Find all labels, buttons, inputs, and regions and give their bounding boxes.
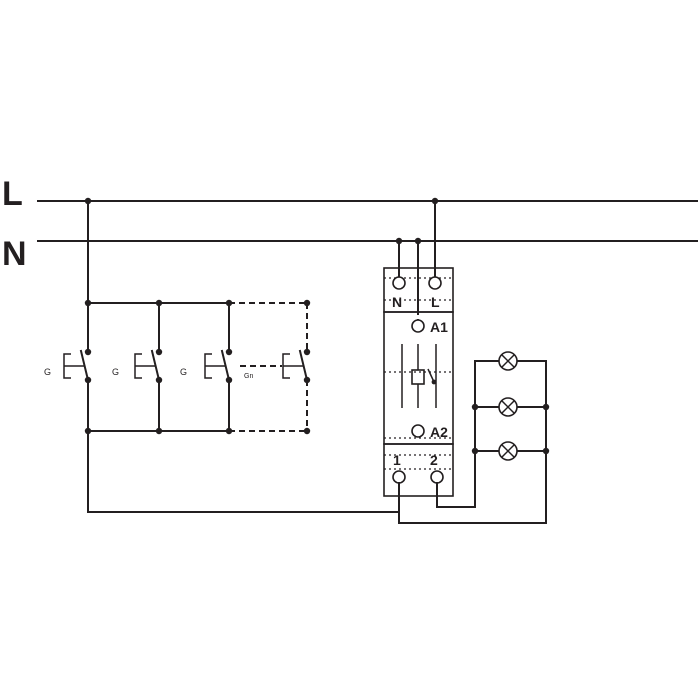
lamp-icon xyxy=(498,441,518,461)
switch-contact-dot xyxy=(84,348,92,356)
junction-dot xyxy=(84,299,92,307)
push-button-n-label: Gn xyxy=(244,373,253,380)
lamp-cross xyxy=(501,444,515,458)
terminal-l xyxy=(428,276,442,290)
terminal-2-label: 2 xyxy=(430,452,438,468)
terminal-1-label: 1 xyxy=(393,452,401,468)
junction-dot xyxy=(542,403,550,411)
push-actuator-icon xyxy=(204,353,225,379)
terminal-l-label: L xyxy=(431,294,440,310)
lamp-return-wire xyxy=(398,360,547,524)
switch-contact-dot xyxy=(225,348,233,356)
push-button-bank: G G G Gn xyxy=(44,197,400,513)
push-button-label: G xyxy=(44,367,51,377)
push-button-label: G xyxy=(112,367,119,377)
terminal-1 xyxy=(392,470,406,484)
lamp-feed-wire xyxy=(436,360,500,508)
push-button-1: G xyxy=(44,348,92,432)
push-actuator-icon xyxy=(134,353,155,379)
lamp-cross xyxy=(501,400,515,414)
relay-bottom-terminal-block xyxy=(383,443,454,497)
junction-dot xyxy=(395,237,403,245)
terminal-a2-label: A2 xyxy=(430,424,448,440)
lamp-icon xyxy=(498,351,518,371)
contact-dot xyxy=(431,379,437,385)
switch-blade xyxy=(150,349,161,382)
switch-blade xyxy=(220,349,231,382)
push-button-2: G xyxy=(112,302,163,432)
switch-blade xyxy=(79,349,90,382)
push-button-label: G xyxy=(180,367,187,377)
lamp-cross xyxy=(501,354,515,368)
push-button-n xyxy=(282,303,311,431)
control-return-wire xyxy=(87,430,400,513)
lamp-icon xyxy=(498,397,518,417)
terminal-a2 xyxy=(411,424,425,438)
push-actuator-icon xyxy=(282,353,303,379)
junction-dot xyxy=(431,197,439,205)
junction-dot xyxy=(471,403,479,411)
push-button-3: G Gn xyxy=(180,302,282,432)
junction-dot xyxy=(84,197,92,205)
switch-contact-dot xyxy=(303,348,311,356)
terminal-a1-label: A1 xyxy=(430,319,448,335)
push-actuator-icon xyxy=(63,353,84,379)
lamp-load xyxy=(398,351,550,524)
impulse-relay: N L A1 A2 1 2 xyxy=(383,197,454,497)
junction-dot xyxy=(414,237,422,245)
neutral-line-label: N xyxy=(2,235,27,273)
switch-contact-dot xyxy=(155,348,163,356)
coil-icon xyxy=(411,369,425,385)
terminal-a1 xyxy=(411,319,425,333)
terminal-n xyxy=(392,276,406,290)
switch-blade xyxy=(298,349,309,382)
supply-lines: L N xyxy=(2,175,698,273)
junction-dot xyxy=(471,447,479,455)
terminal-2 xyxy=(430,470,444,484)
terminal-n-label: N xyxy=(392,294,402,310)
junction-dot xyxy=(542,447,550,455)
live-line-label: L xyxy=(2,175,23,213)
